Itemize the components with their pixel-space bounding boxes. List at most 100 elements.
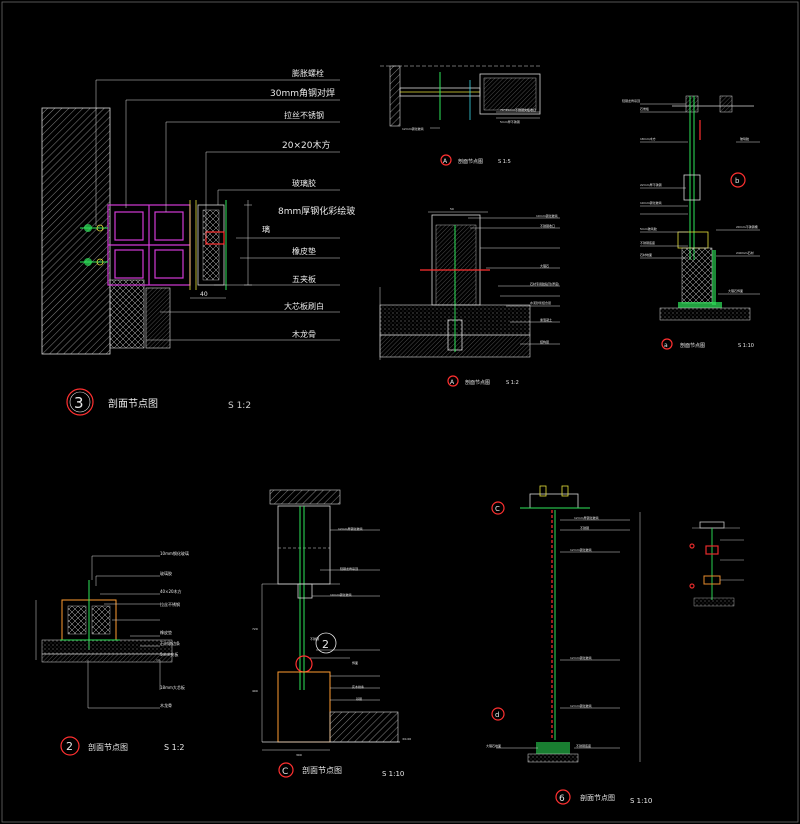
d2-label-2: 玻璃胶 [160,570,172,576]
dRight-label-10: 20mm不锈钢槽 [736,224,758,229]
dC-label-6: 实木线条 [352,684,364,689]
detail-6-title: 剖面节点图 [580,793,615,802]
dRight-label-3: 18mm木方 [640,136,656,141]
detail-2-number: 2 [66,740,73,753]
detail-6: C d 12mm厚钢化玻璃 不锈钢 12mm钢化玻璃 12mm钢化玻璃 12mm… [486,485,652,805]
dRight-label-11: 240mm石材 [736,250,754,255]
dA1-label-2: 5mm厚不锈钢 [500,119,520,124]
dC-dim-1: 720 [252,627,258,631]
detail-2-marker [60,736,80,756]
dA2-label-3: 大理石 [540,263,549,268]
detail-6-scale: S 1:10 [630,797,652,805]
dA2-number: A [450,379,455,386]
d2-label-9: 木龙骨 [160,702,172,708]
dC-tag [315,632,337,654]
detail-c-marker [278,762,294,778]
detail-2-scale: S 1:2 [164,743,185,752]
d6-label-2: 不锈钢 [580,525,589,530]
dRight-label-9: 石材地面 [640,252,652,257]
dC-label-2: 轻钢龙骨吊顶 [340,566,358,571]
dRight-label-2: 石膏板 [640,106,649,111]
dA1-scale: S 1:5 [498,159,511,165]
d3-label-3: 拉丝不锈钢 [284,110,324,120]
d3-label-9: 五夹板 [292,274,316,284]
d3-label-11: 木龙骨 [292,329,316,339]
dC-label-3: 10mm钢化玻璃 [330,592,352,597]
d2-label-3: 40×20木方 [160,588,182,594]
detail-3-title: 剖面节点图 [108,397,158,410]
dA2-label-5: 水泥砂浆结合层 [530,300,551,305]
dA1-number: A [443,158,448,165]
detail-6-marker [555,789,571,805]
dA2-scale: S 1:2 [506,380,519,386]
d2-label-1: 10mm钢化玻璃 [160,550,189,556]
dC-label-7: 基层 [356,696,362,701]
detail-c-scale: S 1:10 [382,770,404,778]
dA1-label-1: 70*25mm不锈钢夹板收口 [500,107,536,112]
d3-label-4: 20×20木方 [282,139,330,151]
dA2-dim: 50 [450,207,454,211]
dC-dim-3: 300 [296,753,302,757]
dRight-scale: S 1:10 [738,343,754,349]
detail-3: 膨胀螺栓 30mm角钢对焊 拉丝不锈钢 20×20木方 玻璃胶 8mm厚钢化彩绘… [41,68,355,416]
dA2-label-7: 结构层 [540,339,549,344]
dRight-number: a [664,342,668,349]
detail-2-title: 剖面节点图 [88,742,128,752]
dC-tag-text: 2 [322,638,329,651]
dA2-label-2: 不锈钢收口 [540,223,555,228]
dC-label-5: 饰面 [352,660,358,665]
detail-6-number: 6 [559,794,565,804]
d3-label-5: 玻璃胶 [292,178,316,188]
detail-3-scale: S 1:2 [228,401,251,411]
d2-label-8: 18mm大芯板 [160,684,185,690]
dA2-title: 剖面节点图 [465,379,490,386]
dRight-title: 剖面节点图 [680,342,705,349]
dRight-label-4: 玻璃胶 [740,136,749,141]
detail-3-number: 3 [74,394,84,412]
dRight-label-12: 大理石饰面 [728,288,743,293]
d2-label-7: 5mm夹板 [160,651,178,657]
dC-label-4: 不锈钢 [310,636,319,641]
dC-dim-2: 400 [252,689,258,693]
detail-thumbnail [689,521,744,607]
dRight-tag [730,172,746,188]
dRight-label-6: 10mm钢化玻璃 [640,200,662,205]
d6-label-4: 12mm钢化玻璃 [570,655,592,660]
d2-label-6: 石材收边条 [160,640,180,646]
dA2-marker [447,375,459,387]
d3-label-6: 8mm厚钢化彩绘玻 [278,205,355,217]
dA2-label-1: 10mm钢化玻璃 [536,213,558,218]
d3-label-1: 膨胀螺栓 [292,68,324,78]
dRight-label-8: 不锈钢底座 [640,240,655,245]
d6-label-6: 不锈钢底座 [576,743,591,748]
dA1-title: 剖面节点图 [458,158,483,165]
dA2-label-6: 素混凝土 [540,317,552,322]
d3-label-10: 大芯板刷白 [284,301,324,311]
dA1-marker [440,154,452,166]
dA1-left-label: 12mm钢化玻璃 [402,126,424,131]
dRight-label-5: 22mm厚不锈钢 [640,182,662,187]
d6-tag-c [491,501,505,515]
d2-label-5: 橡皮垫 [160,629,172,635]
d2-label-4: 拉丝不锈钢 [160,601,180,607]
d3-label-2: 30mm角钢对焊 [270,87,335,99]
detail-3-marker [66,388,94,416]
detail-right: b 轻钢龙骨吊顶 石膏板 18mm木方 玻璃胶 22mm厚不锈钢 10mm钢化玻… [622,95,760,350]
dRight-label-7: 5mm玻璃胶 [640,226,657,231]
detail-c-number: C [282,767,288,777]
d6-label-5: 12mm钢化玻璃 [570,703,592,708]
dRight-marker [661,338,673,350]
d6-label-1: 12mm厚钢化玻璃 [574,515,599,520]
d6-label-3: 12mm钢化玻璃 [570,547,592,552]
detail-a-mid: 10mm钢化玻璃 不锈钢收口 大理石 石材专用胶粘剂(厚度) 水泥砂浆结合层 素… [379,207,560,387]
dRight-tag-text: b [735,177,740,185]
detail-c-title: 剖面节点图 [302,765,342,775]
d3-dim: 40 [200,291,208,298]
detail-c: 2 12mm厚钢化玻璃 轻钢龙骨吊顶 10mm钢化玻璃 不锈钢 饰面 实木线条 … [252,489,411,778]
dA2-label-4: 石材专用胶粘剂(厚度) [530,281,559,286]
d3-label-8: 橡皮垫 [292,246,316,256]
d6-tag-d-text: d [495,711,499,719]
